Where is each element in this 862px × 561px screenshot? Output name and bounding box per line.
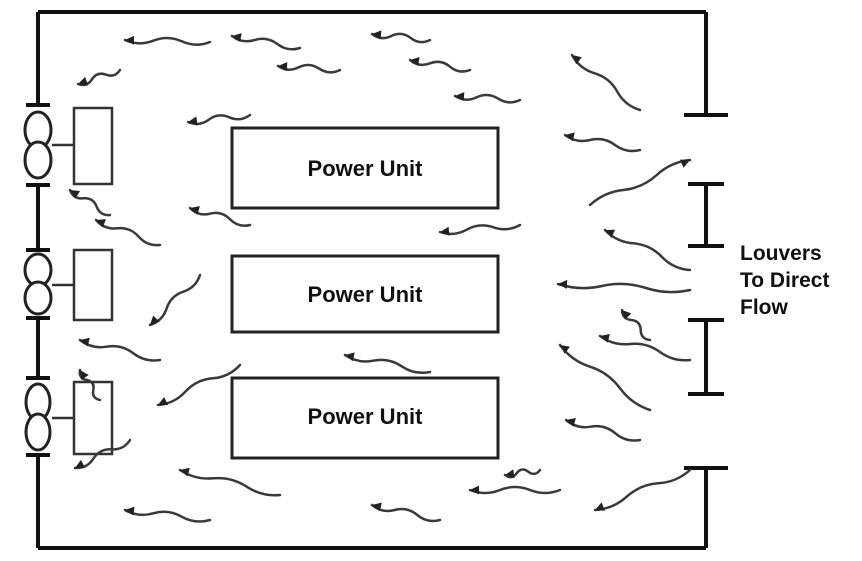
airflow-squiggle (73, 438, 132, 470)
airflow-squiggle (123, 508, 212, 523)
airflow-squiggle (570, 53, 642, 112)
airflow-squiggle (588, 158, 692, 207)
arrowhead-icon (600, 334, 610, 343)
airflow-squiggle (556, 282, 692, 294)
arrowhead-icon (180, 467, 190, 477)
airflow-squiggle (563, 133, 642, 153)
power-unit-label: Power Unit (308, 404, 424, 429)
arrowhead-icon (572, 55, 582, 65)
louver-icon (688, 182, 724, 248)
arrowhead-icon (345, 352, 355, 362)
arrowhead-icon (125, 35, 135, 45)
louver-icon (688, 318, 724, 396)
airflow-squiggle (188, 206, 252, 227)
airflow-squiggle (178, 468, 282, 497)
arrowhead-icon (605, 229, 616, 238)
filter-box (72, 248, 114, 322)
arrowhead-icon (150, 315, 160, 325)
airflow-squiggle (343, 353, 432, 375)
arrowhead-icon (80, 337, 90, 347)
fan-icon (24, 376, 52, 457)
airflow-squiggle (276, 63, 342, 74)
arrowhead-icon (190, 206, 200, 215)
louvers-label-line: To Direct (740, 269, 829, 292)
arrowhead-icon (505, 469, 515, 479)
fan-icon (23, 248, 53, 320)
airflow-squiggle (123, 36, 212, 46)
airflow-squiggle (603, 228, 692, 272)
airflow-squiggle (148, 273, 202, 327)
arrowhead-icon (372, 502, 382, 512)
louver-icon (684, 95, 728, 117)
louvers-label-line: Louvers (740, 242, 822, 265)
filters (52, 106, 114, 456)
enclosure (36, 10, 708, 550)
louvers-label: Louvers To Direct Flow (740, 242, 835, 319)
airflow-squiggle (78, 338, 162, 362)
arrowhead-icon (470, 485, 479, 495)
arrowhead-icon (560, 345, 570, 354)
arrowhead-icon (410, 57, 420, 66)
airflow-squiggle (230, 34, 302, 51)
arrowhead-icon (566, 418, 576, 427)
airflow-squiggle (438, 223, 522, 236)
arrowhead-icon (372, 30, 382, 40)
arrowhead-icon (565, 132, 575, 142)
arrowhead-icon (455, 92, 465, 101)
power-unit-label: Power Unit (308, 282, 424, 307)
intake-fans (23, 103, 53, 457)
airflow-squiggle (94, 218, 162, 247)
arrowhead-icon (78, 76, 88, 86)
louvers-label-line: Flow (740, 296, 788, 319)
arrowhead-icon (558, 279, 568, 289)
arrowhead-icon (75, 459, 86, 468)
airflow-squiggle (468, 485, 562, 495)
airflow-squiggle (453, 93, 522, 104)
filter-box (72, 106, 114, 186)
airflow-squiggle (408, 58, 472, 73)
arrowhead-icon (80, 370, 89, 380)
airflow-squiggle (564, 418, 642, 442)
power-unit: Power Unit (230, 254, 500, 334)
airflow-squiggle (186, 113, 252, 126)
louvers (684, 95, 728, 470)
arrowhead-icon (278, 62, 288, 72)
airflow-arrows (68, 30, 692, 523)
arrowhead-icon (622, 310, 632, 320)
arrowhead-icon (188, 116, 198, 126)
arrowhead-icon (70, 190, 80, 199)
arrowhead-icon (96, 219, 106, 228)
arrowhead-icon (125, 506, 135, 516)
arrowhead-icon (158, 397, 169, 406)
arrowhead-icon (232, 33, 242, 42)
airflow-squiggle (503, 468, 542, 479)
power-unit: Power Unit (230, 376, 500, 460)
airflow-squiggle (598, 334, 692, 362)
power-unit: Power Unit (230, 126, 500, 210)
arrowhead-icon (595, 502, 605, 511)
airflow-squiggle (558, 343, 652, 412)
arrowhead-icon (440, 226, 450, 236)
fan-icon (23, 103, 53, 187)
airflow-squiggle (370, 503, 442, 523)
airflow-squiggle (156, 363, 242, 407)
airflow-squiggle (370, 32, 432, 44)
airflow-squiggle (593, 468, 692, 512)
power-unit-label: Power Unit (308, 156, 424, 181)
arrowhead-icon (679, 159, 690, 168)
